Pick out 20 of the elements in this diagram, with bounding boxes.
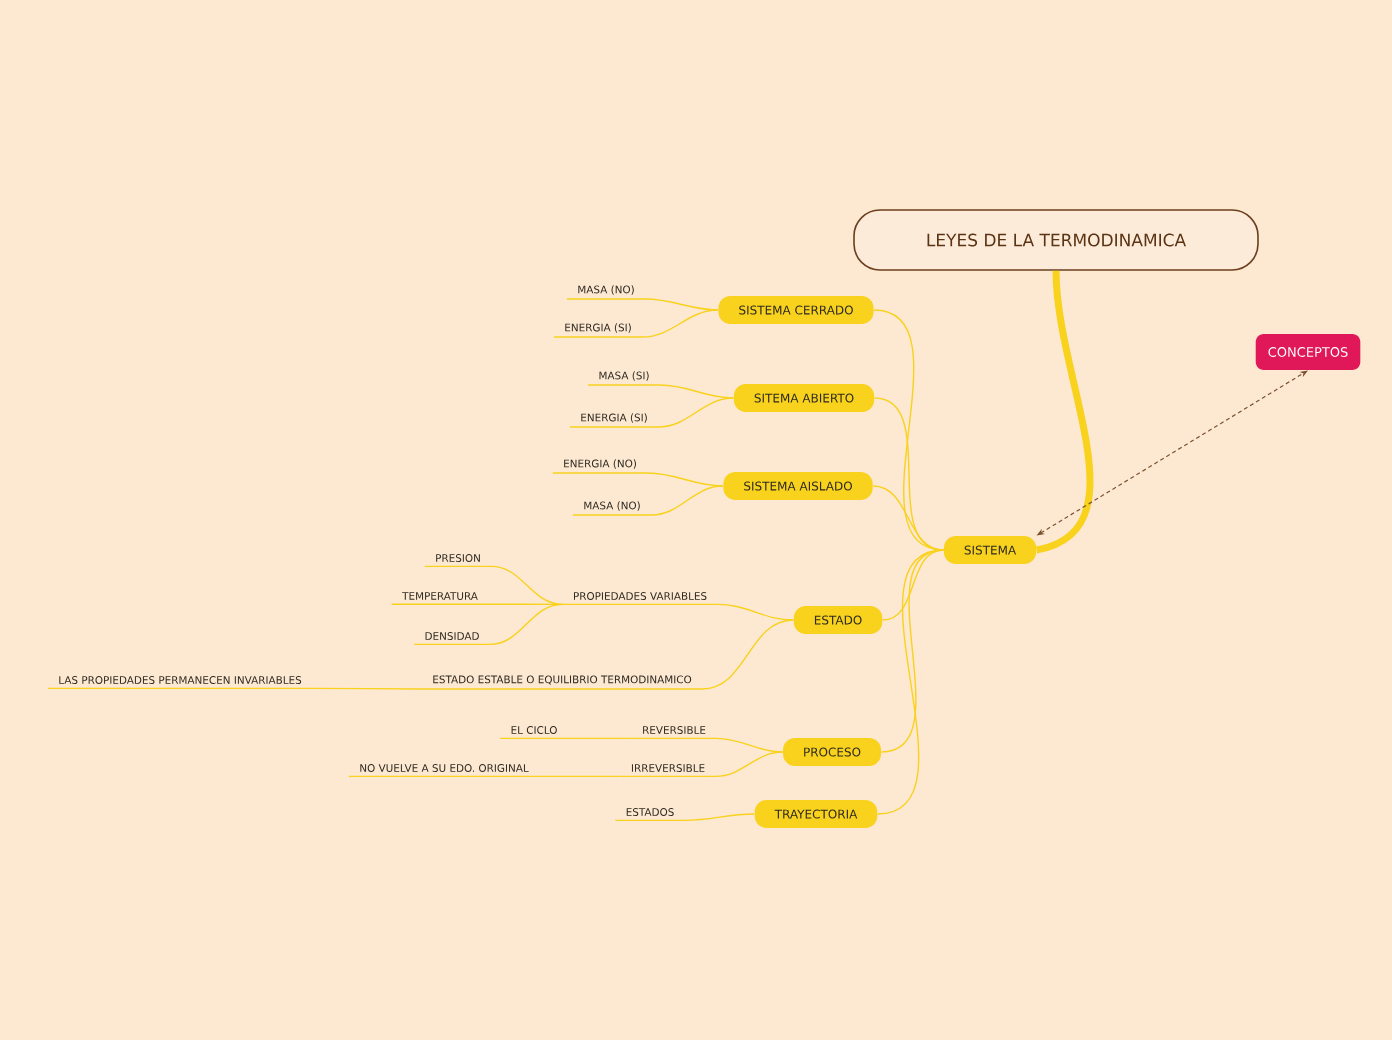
connector (552, 472, 724, 487)
connector (553, 309, 719, 338)
connector (587, 384, 735, 399)
connector (614, 813, 755, 822)
connector (566, 298, 719, 311)
connector (619, 751, 784, 778)
connector (877, 549, 945, 815)
connector (630, 737, 784, 753)
title-box: LEYES DE LA TERMODINAMICA (853, 209, 1259, 271)
connector (572, 485, 724, 516)
connector (348, 775, 622, 778)
connector (499, 737, 633, 740)
connector (413, 603, 564, 646)
connector (561, 603, 795, 621)
connector (421, 619, 795, 690)
connector (1035, 270, 1094, 554)
connector (424, 565, 564, 606)
connector (47, 687, 423, 690)
connector (569, 397, 735, 428)
connector (872, 485, 945, 551)
